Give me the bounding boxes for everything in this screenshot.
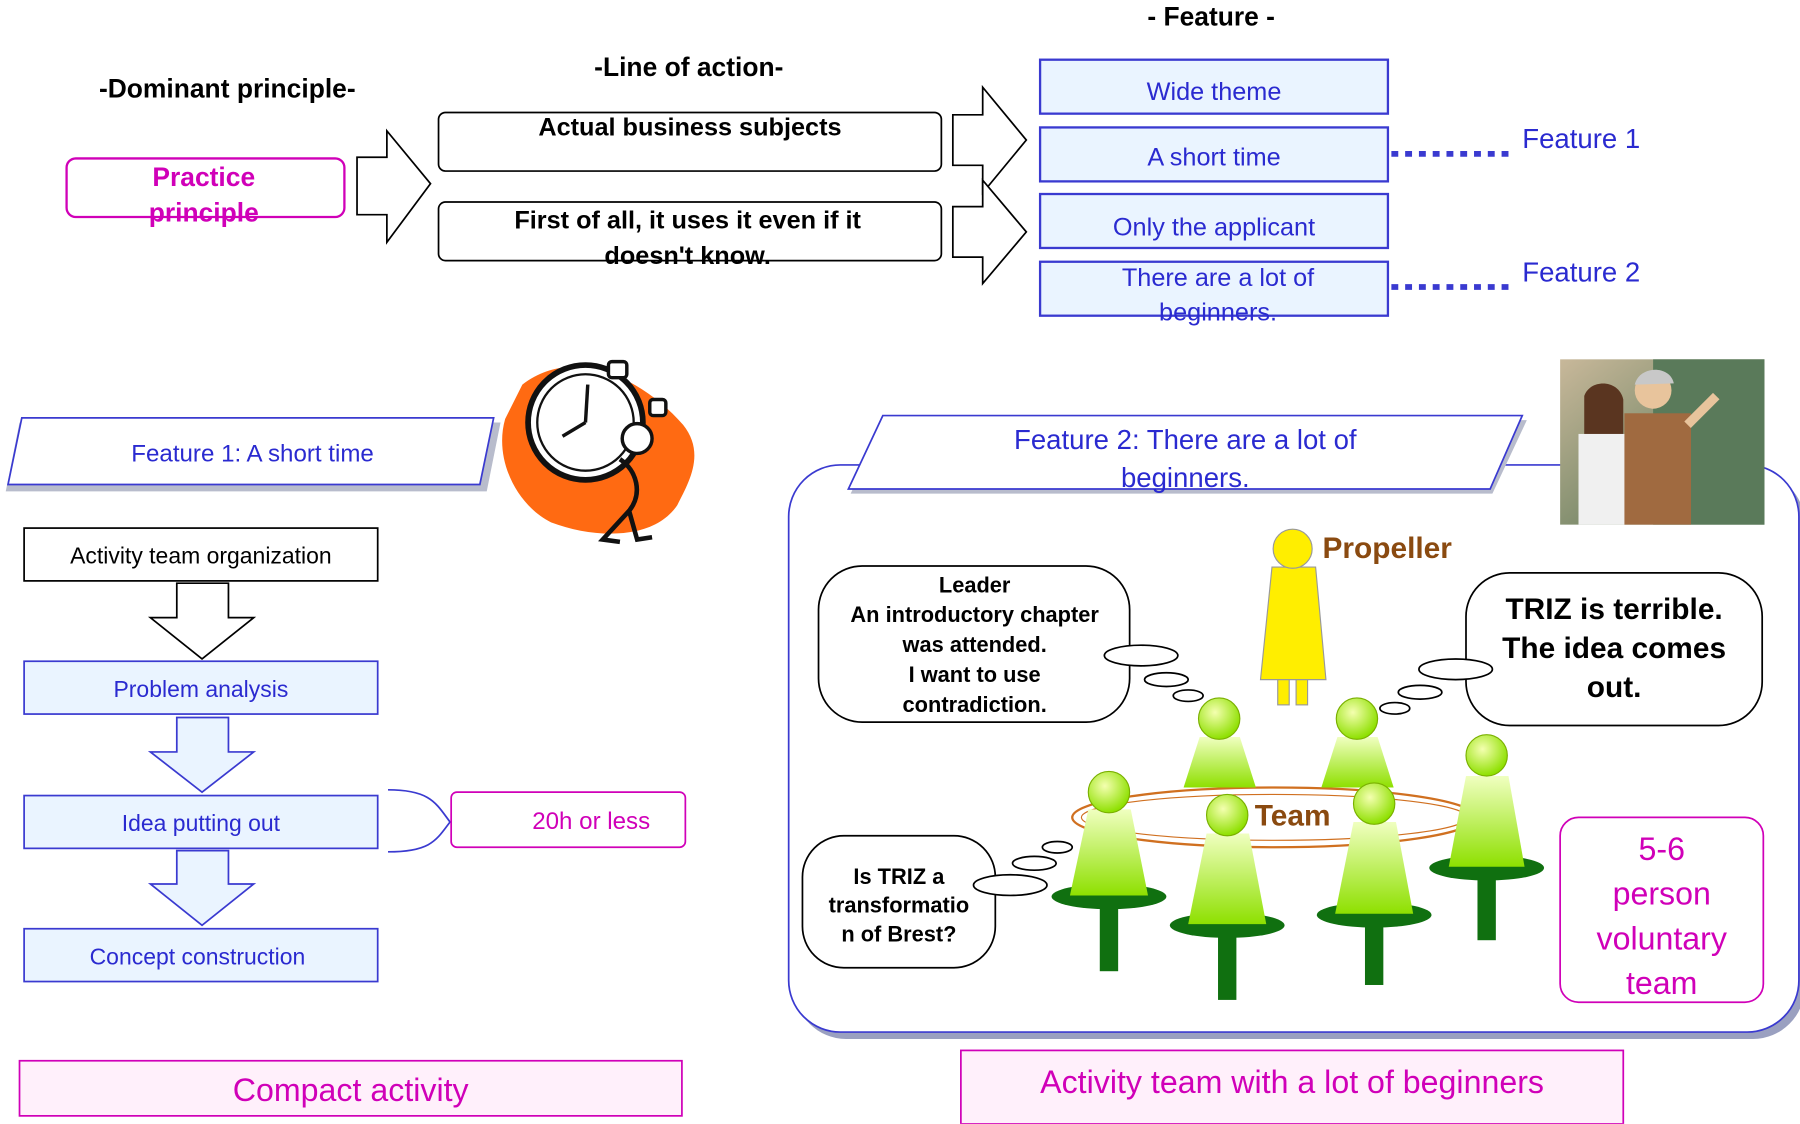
beginners-caption: Activity team with a lot of beginners [1040, 1064, 1544, 1100]
clock-clipart [502, 359, 695, 545]
triz-bubble-text: TRIZ is terrible. The idea comes out. [1502, 591, 1727, 704]
triz-bubble [1465, 571, 1764, 727]
feature-label-2: A short time [1147, 141, 1281, 171]
question-line-1: Is TRIZ a [853, 865, 945, 890]
flow-box-4 [23, 927, 379, 983]
team-member-back-1 [1183, 697, 1256, 788]
principle-label: Practice principle [148, 161, 259, 228]
flow-arrow-1 [147, 582, 257, 661]
time-note-box [450, 791, 687, 849]
flow-label-2: Problem analysis [113, 676, 289, 703]
leader-line-3: was attended. [902, 633, 1047, 658]
question-bubble-text: Is TRIZ a transformatio n of Brest? [807, 863, 991, 949]
flow-arrow-2 [147, 716, 257, 794]
feature-label-4: There are a lot of beginners. [1121, 262, 1315, 327]
feature2-banner [847, 414, 1524, 490]
team-member-front-3 [1316, 782, 1432, 985]
flow-box-3 [23, 794, 379, 850]
feature-tag-1: Feature 1 [1522, 123, 1641, 155]
leader-line-1: Leader [938, 574, 1011, 599]
flow-arrow-3 [147, 849, 257, 927]
question-bubble [801, 834, 997, 969]
time-note: 20h or less [532, 808, 651, 835]
feature-box-1 [1038, 58, 1390, 115]
feature-box-2 [1038, 126, 1390, 183]
flow-box-1 [23, 527, 379, 582]
team-member-front-4 [1429, 734, 1545, 941]
feature1-title: Feature 1: A short time [131, 440, 374, 468]
feature-tag-2: Feature 2 [1522, 257, 1641, 289]
feature2-title: Feature 2: There are a lot of beginners. [1014, 424, 1357, 494]
team-member-back-2 [1321, 697, 1394, 788]
compact-caption-box [18, 1059, 683, 1117]
flow-label-3: Idea putting out [121, 811, 281, 837]
feature-label-1: Wide theme [1146, 76, 1282, 106]
header-line-of-action: -Line of action- [594, 51, 784, 82]
header-feature: - Feature - [1147, 1, 1275, 31]
team-size-text: 5-6 person voluntary team [1560, 827, 1763, 1006]
feature-box-3 [1038, 192, 1390, 250]
compact-caption: Compact activity [232, 1072, 469, 1108]
action-label-1: Actual business subjects [538, 112, 842, 142]
arrow-principle-to-actions [356, 128, 432, 245]
feature-box-4 [1038, 260, 1390, 317]
flow-label-1: Activity team organization [70, 543, 332, 569]
flow-box-2 [23, 660, 379, 715]
arrow-action-2 [951, 177, 1028, 286]
team-size-line-1: 5-6 [1638, 831, 1685, 867]
team-label: Team [1254, 797, 1331, 833]
leader-line-5: contradiction. [902, 693, 1047, 718]
team-size-line-4: team [1625, 965, 1698, 1002]
team-member-front-1 [1051, 770, 1167, 972]
feature1-banner [6, 417, 495, 486]
team-size-line-3: voluntary [1596, 920, 1727, 957]
arrow-action-1 [951, 84, 1028, 196]
action-label-2: First of all, it uses it even if it does… [514, 205, 861, 270]
team-size-box [1559, 816, 1765, 1004]
propeller-figure [1259, 528, 1327, 706]
action-box-2 [437, 201, 943, 262]
principle-box [65, 157, 346, 219]
flow-label-4: Concept construction [89, 944, 306, 970]
header-dominant-principle: -Dominant principle- [98, 73, 356, 104]
question-line-3: n of Brest? [841, 922, 957, 948]
feature-label-3: Only the applicant [1112, 211, 1316, 241]
team-size-line-2: person [1612, 875, 1711, 912]
classroom-photo [1560, 359, 1765, 525]
leader-bubble [817, 565, 1131, 723]
propeller-label: Propeller [1322, 530, 1452, 565]
leader-line-4: I want to use [908, 663, 1041, 688]
leader-bubble-text: Leader An introductory chapter was atten… [827, 572, 1123, 721]
team-member-front-2 [1169, 793, 1285, 1000]
beginners-caption-box [960, 1049, 1625, 1124]
leader-line-2: An introductory chapter [850, 603, 1099, 628]
question-line-2: transformatio [828, 894, 970, 919]
action-box-1 [437, 111, 943, 172]
